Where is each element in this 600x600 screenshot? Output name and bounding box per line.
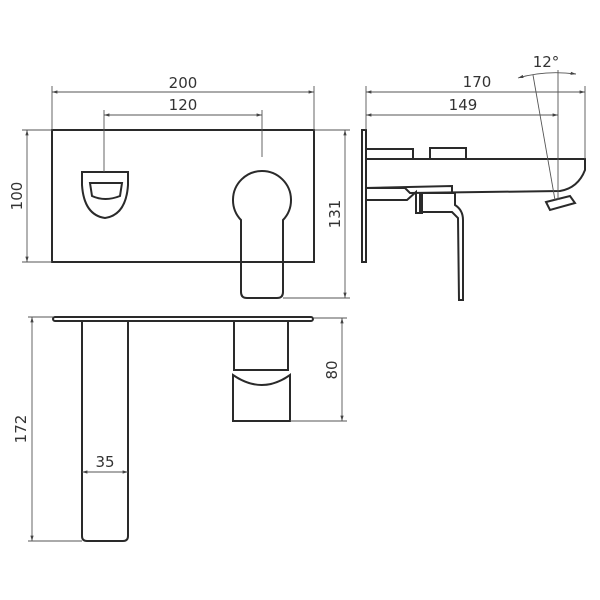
side-aerator xyxy=(544,194,577,212)
handle-lever xyxy=(232,170,292,299)
dim-100-label: 100 xyxy=(8,182,26,211)
side-lever xyxy=(419,192,464,301)
spout-body-lower xyxy=(365,184,453,214)
dim-80-label: 80 xyxy=(323,360,341,379)
top-view: 172 35 80 xyxy=(12,316,347,542)
top-handle-lever xyxy=(232,373,291,422)
dim-170-label: 170 xyxy=(463,73,492,91)
top-handle-base xyxy=(233,321,289,371)
dim-120-label: 120 xyxy=(169,96,198,114)
front-view: 200 120 100 131 xyxy=(8,74,350,299)
top-spout xyxy=(81,321,129,542)
spout-body xyxy=(365,158,586,195)
angle-label: 12° xyxy=(533,53,560,71)
spout-outlet xyxy=(81,171,129,220)
spout-aerator xyxy=(88,182,124,200)
angle-arc xyxy=(517,71,577,79)
dim-35-label: 35 xyxy=(95,453,114,471)
wall-plate xyxy=(51,129,315,263)
top-wall-plate xyxy=(52,316,314,322)
side-view: 170 149 12° xyxy=(361,53,586,301)
dim-149-label: 149 xyxy=(449,96,478,114)
dim-200-label: 200 xyxy=(169,74,198,92)
spout-top-housing xyxy=(366,147,467,159)
dim-172-label: 172 xyxy=(12,415,30,444)
dim-131-label: 131 xyxy=(326,200,344,229)
